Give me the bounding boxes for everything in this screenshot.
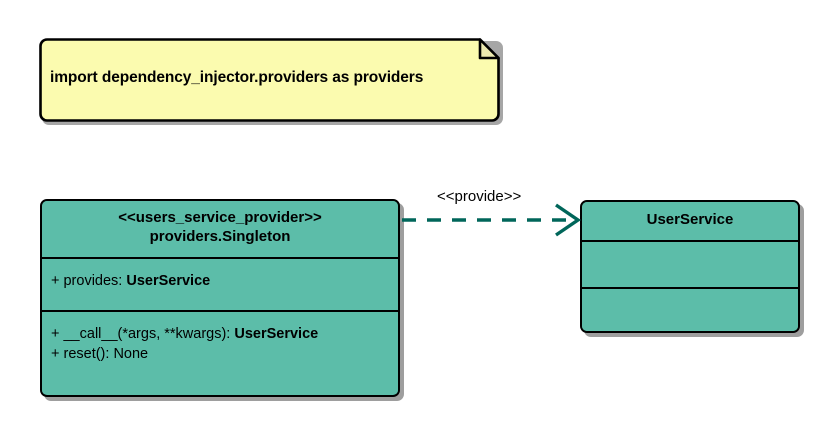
import-note: import dependency_injector.providers as … [39, 38, 503, 125]
note-fold-icon [478, 38, 500, 60]
service-class-box[interactable]: UserService [580, 200, 800, 333]
provide-connector-label: <<provide>> [437, 188, 522, 205]
provider-attributes-compartment: + provides: UserService [42, 257, 398, 310]
service-class-header-compartment: UserService [582, 202, 798, 240]
attribute-row: + provides: UserService [42, 259, 398, 291]
operation-type: UserService [234, 326, 319, 342]
service-attributes-compartment [582, 240, 798, 287]
attribute-type: UserService [126, 273, 211, 289]
arrowhead-open-icon [555, 203, 582, 237]
provider-class-name: providers.Singleton [149, 228, 291, 245]
provider-operations-compartment: + __call__(*args, **kwargs): UserService… [42, 310, 398, 394]
provider-class-header-compartment: <<users_service_provider>> providers.Sin… [42, 201, 398, 257]
note-text: import dependency_injector.providers as … [50, 69, 424, 86]
service-class-title: UserService [646, 211, 734, 228]
operation-row: + __call__(*args, **kwargs): UserService [42, 324, 398, 344]
operation-label: + reset(): None [51, 346, 149, 362]
provider-class-box[interactable]: <<users_service_provider>> providers.Sin… [40, 199, 400, 397]
service-operations-compartment [582, 287, 798, 331]
provider-class-stereotype: <<users_service_provider>> [118, 209, 322, 226]
note-shape [39, 38, 500, 122]
provider-class-title: <<users_service_provider>> providers.Sin… [42, 201, 398, 246]
operation-label: + __call__(*args, **kwargs): [51, 326, 235, 342]
attribute-label: + provides: [51, 273, 127, 289]
operation-row: + reset(): None [42, 344, 398, 364]
